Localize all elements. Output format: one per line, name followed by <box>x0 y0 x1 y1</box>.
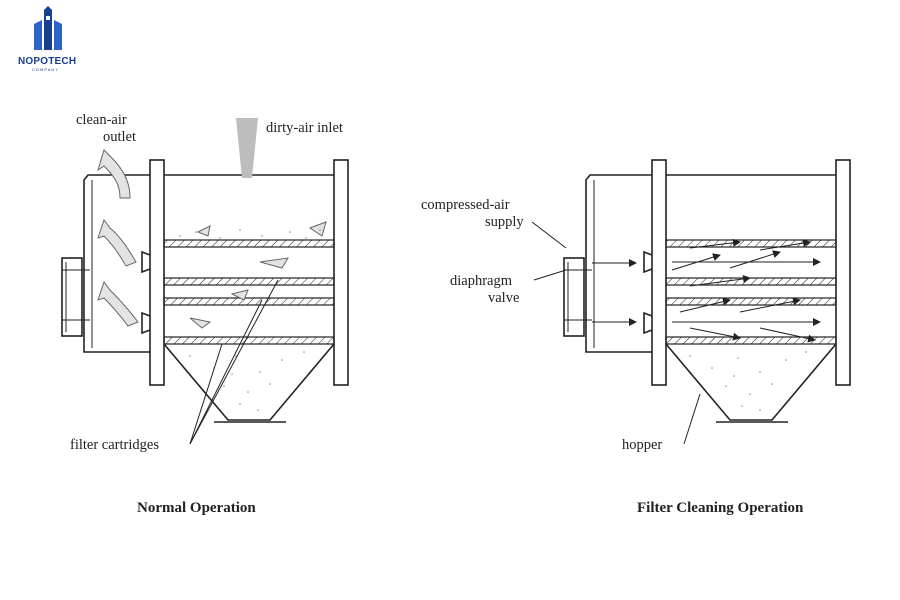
dirty-air-inlet-label: dirty-air inlet <box>266 120 343 136</box>
normal-operation-caption: Normal Operation <box>137 500 256 516</box>
logo-building-icon <box>34 6 62 50</box>
diaphragm-valve-label-line1: diaphragm <box>450 273 513 289</box>
logo-subtitle: COMPANY <box>32 67 59 72</box>
diaphragm-valve-left <box>61 257 83 337</box>
filter-cartridges-label: filter cartridges <box>70 437 159 453</box>
compressed-air-supply-label-line2: supply <box>485 214 524 230</box>
diaphragm-valve-label-line2: valve <box>488 290 519 306</box>
cleaning-operation-unit <box>531 159 851 445</box>
normal-operation-unit <box>61 118 349 445</box>
company-logo: NOPOTECH COMPANY <box>10 6 76 72</box>
dirty-air-plume <box>236 118 258 178</box>
diaphragm-valve-right <box>563 257 585 337</box>
filter-cleaning-operation-caption: Filter Cleaning Operation <box>637 500 804 516</box>
hopper-label: hopper <box>622 437 662 453</box>
clean-air-outlet-label-line2: outlet <box>103 129 136 145</box>
logo-name: NOPOTECH <box>18 56 77 67</box>
clean-air-outlet-label-line1: clean-air <box>76 112 127 128</box>
compressed-air-supply-label-line1: compressed-air <box>421 197 510 213</box>
